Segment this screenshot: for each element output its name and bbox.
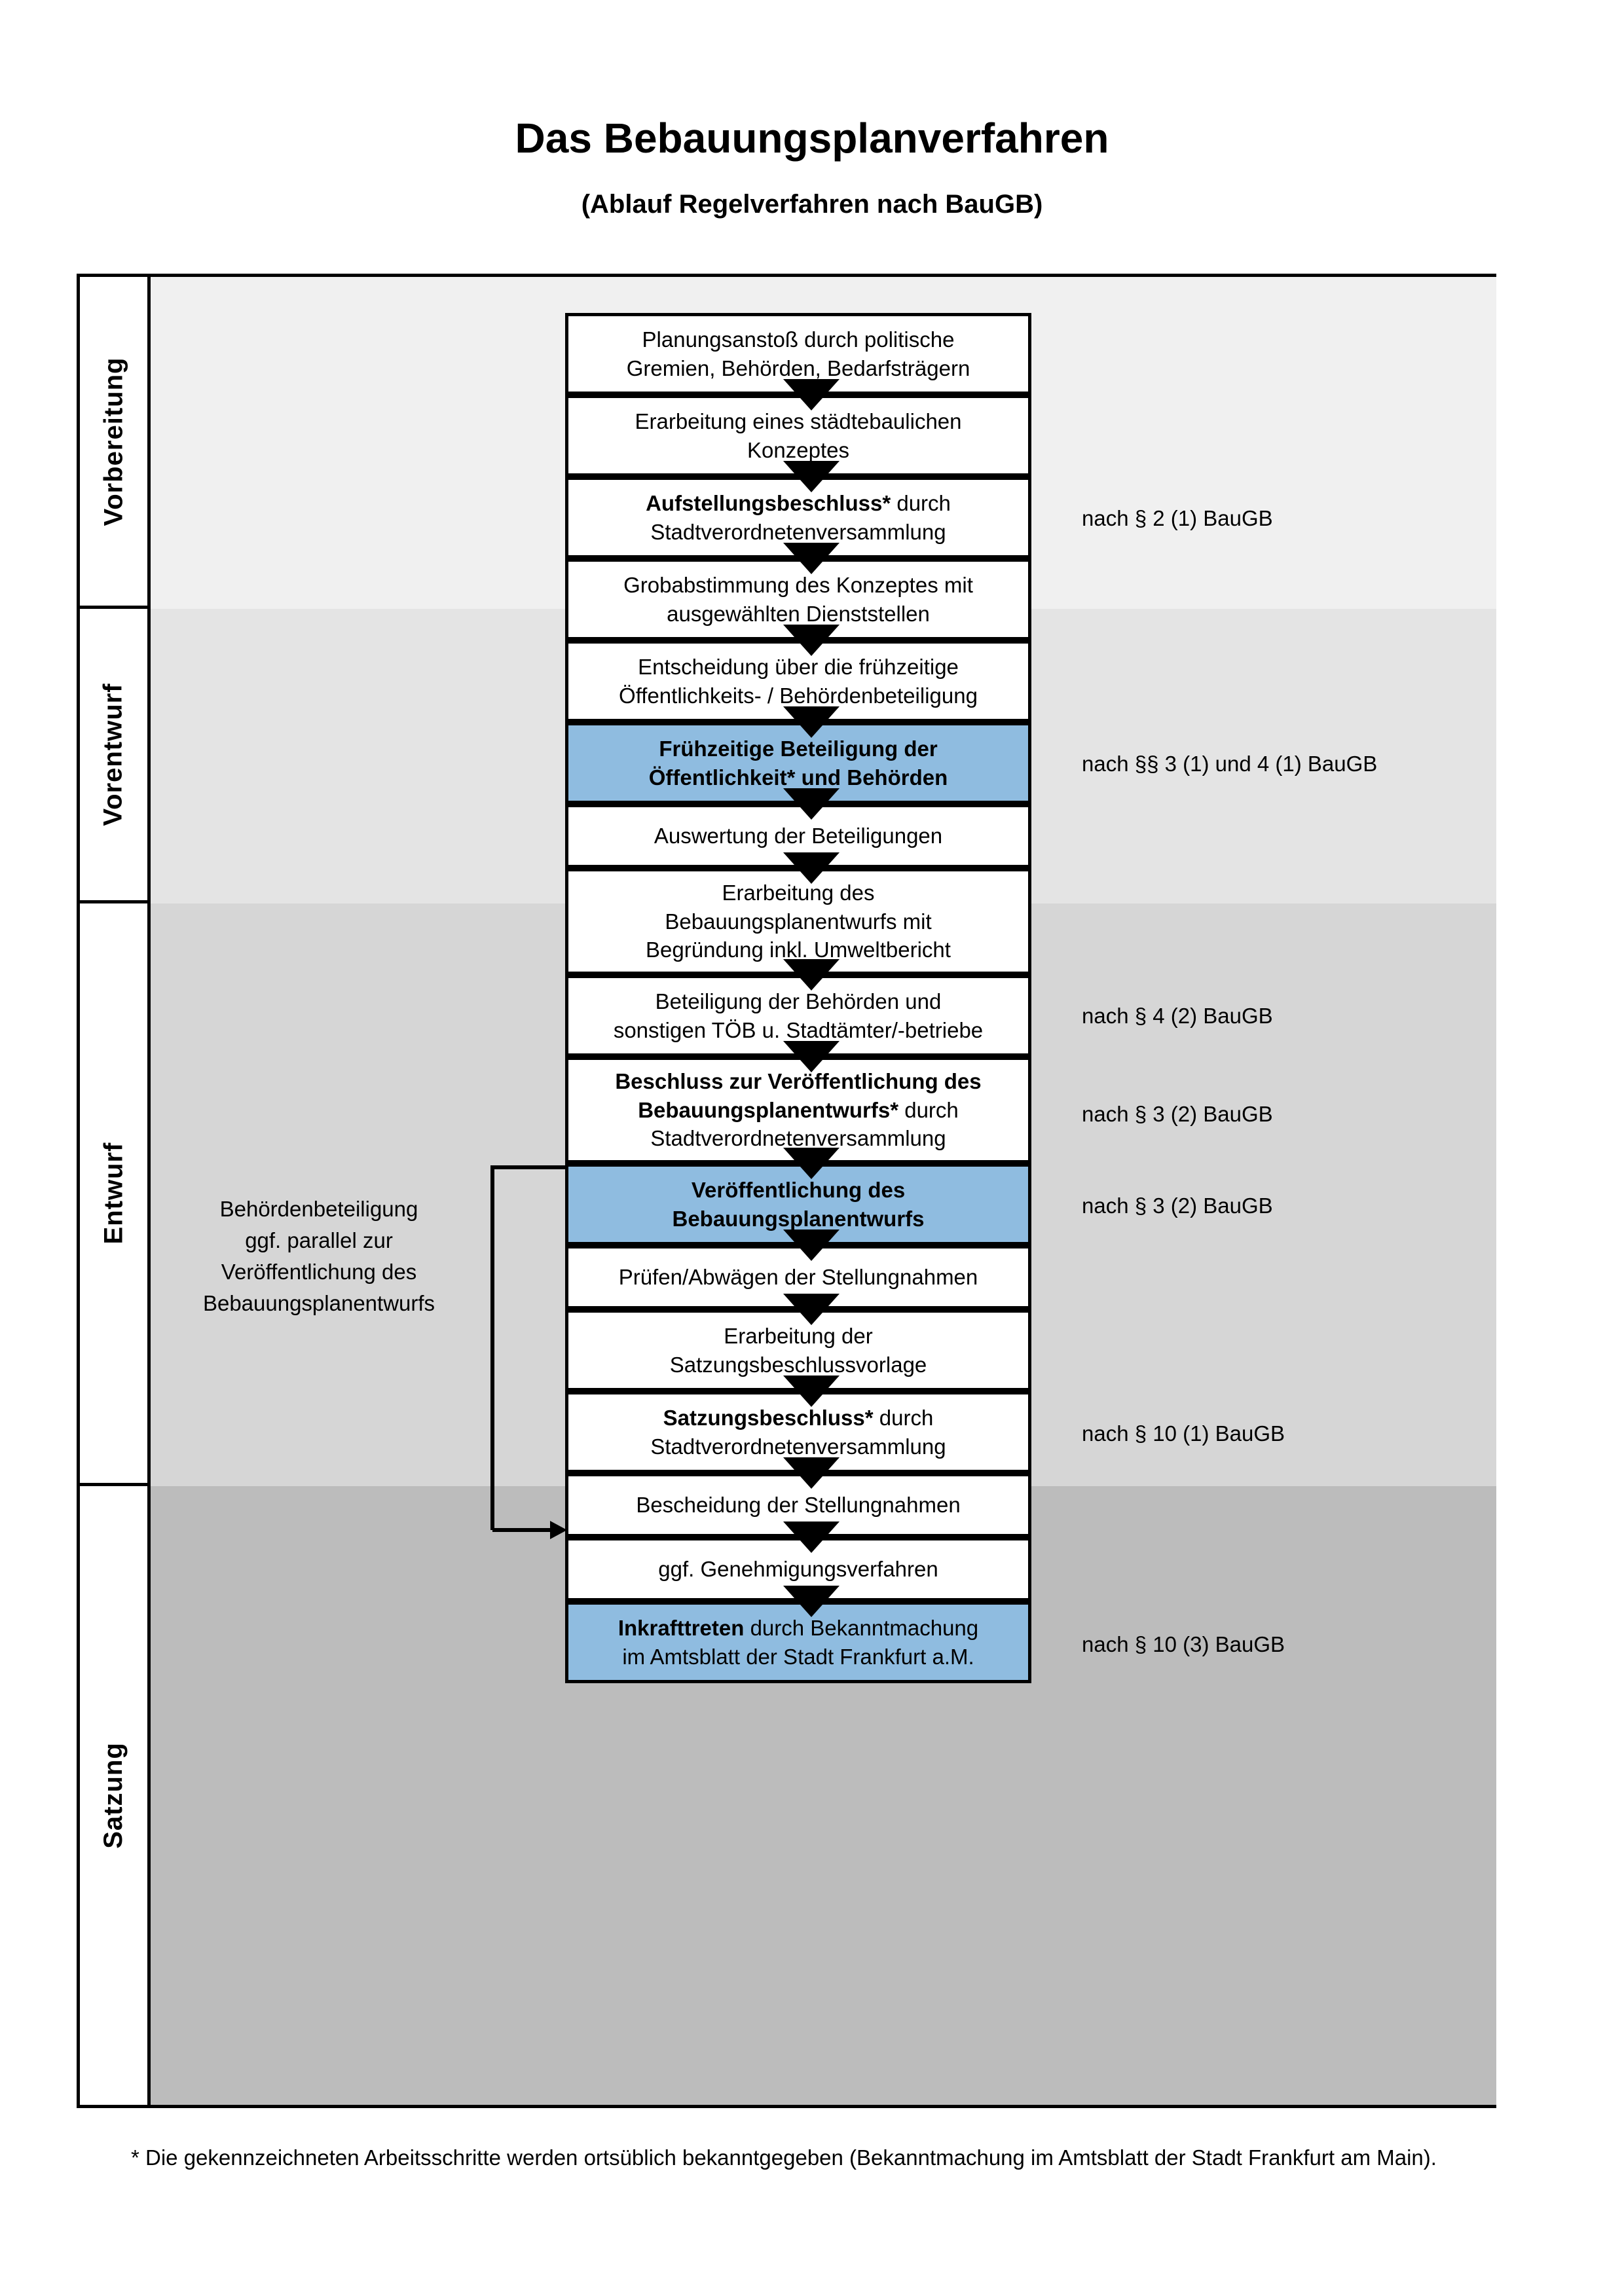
step-line: durch (898, 1097, 959, 1122)
step-line-bold: Bebauungsplanentwurfs* (638, 1097, 899, 1122)
step-line: Bebauungsplanentwurfs mit (665, 909, 932, 934)
side-note-behoerdenbeteiligung: Behördenbeteiligung ggf. parallel zur Ve… (165, 1194, 473, 1319)
side-note-line: ggf. parallel zur (245, 1228, 393, 1252)
arrow-down (783, 706, 840, 738)
phase-label-column: Vorbereitung Vorentwurf Entwurf Satzung (80, 277, 151, 2105)
step-line: Stadtverordnetenversammlung (650, 1434, 946, 1459)
arrow-down (783, 852, 840, 884)
phase-label-vorbereitung: Vorbereitung (80, 277, 147, 609)
arrow-down (783, 788, 840, 820)
parallel-branch-connector (490, 1165, 567, 1539)
arrow-down (783, 543, 840, 574)
step-line-bold: Frühzeitige Beteiligung der (659, 736, 938, 761)
step-line: Erarbeitung des (722, 881, 875, 905)
arrow-down (783, 1230, 840, 1261)
step-line: Öffentlichkeits- / Behördenbeteiligung (619, 683, 978, 708)
law-ref-par3-2-a: nach § 3 (2) BauGB (1082, 1102, 1273, 1126)
step-line: Konzeptes (747, 437, 849, 462)
arrow-down (783, 1522, 840, 1553)
step-line: Prüfen/Abwägen der Stellungnahmen (618, 1265, 978, 1290)
arrow-down (783, 1294, 840, 1325)
side-note-line: Veröffentlichung des (221, 1259, 417, 1284)
step-line: Gremien, Behörden, Bedarfsträgern (626, 355, 970, 380)
step-line: ggf. Genehmigungsverfahren (658, 1557, 938, 1582)
arrow-down (783, 1586, 840, 1617)
arrow-down (783, 461, 840, 492)
phase-label-vorentwurf: Vorentwurf (80, 609, 147, 903)
arrow-down (783, 1148, 840, 1179)
law-ref-par2-1: nach § 2 (1) BauGB (1082, 506, 1273, 530)
step-box-planungsanstoss[interactable]: Planungsanstoß durch politische Gremien,… (565, 313, 1031, 395)
law-ref-par10-3: nach § 10 (3) BauGB (1082, 1632, 1285, 1656)
footnote: * Die gekennzeichneten Arbeitsschritte w… (131, 2145, 1437, 2170)
step-line-bold: Bebauungsplanentwurfs (672, 1206, 925, 1231)
arrow-down (783, 1457, 840, 1489)
phase-label-text: Vorentwurf (99, 683, 128, 826)
step-line-bold: Satzungsbeschluss* (663, 1405, 874, 1430)
side-note-line: Behördenbeteiligung (219, 1197, 418, 1221)
step-line: Auswertung der Beteiligungen (654, 824, 943, 848)
law-ref-par3-2-b: nach § 3 (2) BauGB (1082, 1194, 1273, 1218)
step-box-beschluss-veroeffentlichung[interactable]: Beschluss zur Veröffentlichung des Bebau… (565, 1057, 1031, 1163)
page-subtitle: (Ablauf Regelverfahren nach BauGB) (581, 190, 1043, 219)
arrow-down (783, 379, 840, 410)
step-line: Bescheidung der Stellungnahmen (636, 1493, 961, 1518)
phase-label-text: Satzung (99, 1742, 128, 1849)
step-line: Satzungsbeschlussvorlage (669, 1352, 927, 1377)
flowchart-frame: Vorbereitung Vorentwurf Entwurf Satzung … (77, 274, 1496, 2108)
step-line: im Amtsblatt der Stadt Frankfurt a.M. (622, 1644, 974, 1669)
arrow-down (783, 959, 840, 991)
arrow-down (783, 625, 840, 656)
step-line: Beteiligung der Behörden und (655, 989, 942, 1013)
step-line: durch (873, 1405, 934, 1430)
arrow-down (783, 1041, 840, 1072)
step-line-bold: Beschluss zur Veröffentlichung des (615, 1069, 982, 1094)
title-block: Das Bebauungsplanverfahren (Ablauf Regel… (0, 115, 1624, 219)
law-ref-par10-1: nach § 10 (1) BauGB (1082, 1421, 1285, 1446)
step-box-erarbeitung-bplanentwurf[interactable]: Erarbeitung des Bebauungsplanentwurfs mi… (565, 868, 1031, 975)
side-note-line: Bebauungsplanentwurfs (202, 1290, 435, 1315)
step-line: durch Bekanntmachung (744, 1615, 979, 1640)
phase-label-text: Vorbereitung (99, 357, 128, 526)
phase-label-text: Entwurf (99, 1142, 128, 1245)
step-line-bold: Inkrafttreten (618, 1615, 745, 1640)
step-line: durch (891, 490, 951, 515)
law-ref-par4-2: nach § 4 (2) BauGB (1082, 1004, 1273, 1028)
arrow-down (783, 1376, 840, 1407)
step-line: Erarbeitung eines städtebaulichen (635, 409, 962, 433)
step-line-bold: Öffentlichkeit* und Behörden (648, 765, 948, 790)
step-line: Begründung inkl. Umweltbericht (646, 938, 951, 962)
law-ref-par3-1-par4-1: nach §§ 3 (1) und 4 (1) BauGB (1082, 752, 1378, 776)
phase-label-satzung: Satzung (80, 1486, 147, 2105)
step-line: sonstigen TÖB u. Stadtämter/-betriebe (613, 1017, 984, 1042)
step-line-bold: Aufstellungsbeschluss* (646, 490, 891, 515)
page-title: Das Bebauungsplanverfahren (515, 115, 1109, 162)
step-line: Entscheidung über die frühzeitige (638, 654, 959, 679)
phase-label-entwurf: Entwurf (80, 903, 147, 1486)
step-line: Stadtverordnetenversammlung (650, 519, 946, 544)
step-line: Erarbeitung der (724, 1323, 873, 1348)
step-line: Planungsanstoß durch politische (642, 327, 955, 352)
step-line: Grobabstimmung des Konzeptes mit (623, 572, 973, 597)
step-line-bold: Veröffentlichung des (691, 1177, 906, 1202)
step-line: ausgewählten Dienststellen (667, 601, 930, 626)
step-line: Stadtverordnetenversammlung (650, 1126, 946, 1151)
